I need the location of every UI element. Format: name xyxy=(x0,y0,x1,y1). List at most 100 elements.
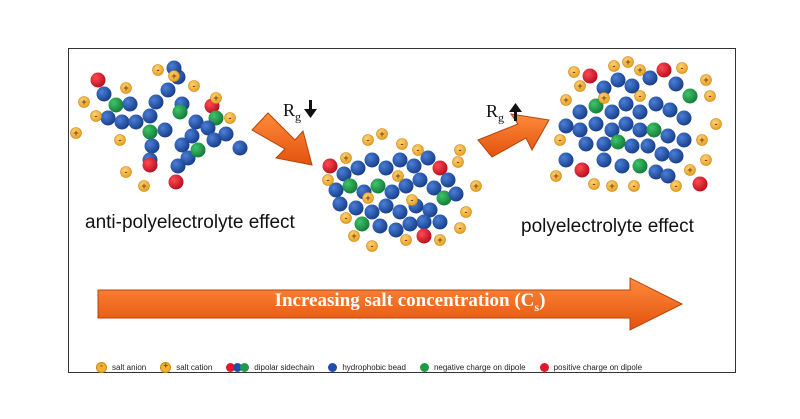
negative-dipole-bead xyxy=(342,178,358,194)
hydrophobic-bead xyxy=(350,160,366,176)
polyelectrolyte-caption: polyelectrolyte effect xyxy=(521,216,694,237)
positive-dipole-bead xyxy=(90,72,106,88)
rg-symbol: R xyxy=(486,101,499,121)
salt-cation: + xyxy=(376,128,388,140)
svg-text:+: + xyxy=(577,81,582,91)
svg-text:+: + xyxy=(395,171,400,181)
hydrophobic-bead xyxy=(420,150,436,166)
hydrophobic-bead xyxy=(144,138,160,154)
hydrophobic-bead xyxy=(440,172,456,188)
hydrophobic-bead xyxy=(412,172,428,188)
hydrophobic-bead xyxy=(100,110,116,126)
svg-text:-: - xyxy=(459,223,462,233)
hydrophobic-bead xyxy=(596,152,612,168)
hydrophobic-bead xyxy=(596,80,612,96)
salt-cation: + xyxy=(434,234,446,246)
anti-polyelectrolyte-caption: anti-polyelectrolyte effect xyxy=(85,212,295,233)
positive-dipole-bead xyxy=(692,176,708,192)
negative-dipole-bead xyxy=(370,178,386,194)
hydrophobic-bead xyxy=(96,86,112,102)
svg-text:+: + xyxy=(365,193,370,203)
svg-text:-: - xyxy=(715,119,718,129)
hydrophobic-bead xyxy=(392,204,408,220)
svg-text:+: + xyxy=(141,181,146,191)
hydrophobic-bead xyxy=(157,122,173,138)
svg-text:-: - xyxy=(681,63,684,73)
legend-positive-dipole: positive charge on dipole xyxy=(539,362,642,372)
hydrophobic-bead xyxy=(332,196,348,212)
green-bead-icon xyxy=(240,362,250,372)
negative-dipole-bead xyxy=(108,97,124,113)
salt-anion: - xyxy=(454,144,466,156)
salt-anion: - xyxy=(710,118,722,130)
salt-anion: - xyxy=(366,240,378,252)
salt-label-end: ) xyxy=(539,290,546,311)
hydrophobic-bead xyxy=(578,136,594,152)
positive-dipole-bead xyxy=(142,157,158,173)
svg-text:+: + xyxy=(563,95,568,105)
hydrophobic-bead xyxy=(392,152,408,168)
svg-text:+: + xyxy=(437,235,442,245)
salt-label-text: Increasing salt concentration (C xyxy=(274,290,535,311)
svg-text:+: + xyxy=(703,75,708,85)
hydrophobic-bead xyxy=(676,132,692,148)
hydrophobic-bead xyxy=(114,114,130,130)
salt-concentration-label: Increasing salt concentration (Cs) xyxy=(245,290,575,315)
svg-text:-: - xyxy=(125,167,128,177)
hydrophobic-bead xyxy=(648,164,664,180)
salt-anion: - xyxy=(412,144,424,156)
hydrophobic-bead xyxy=(632,104,648,120)
legend-label: salt anion xyxy=(112,362,147,372)
legend-label: hydrophobic bead xyxy=(342,362,406,372)
hydrophobic-bead xyxy=(660,128,676,144)
svg-text:-: - xyxy=(633,181,636,191)
hydrophobic-bead xyxy=(426,180,442,196)
salt-anion: - xyxy=(340,212,352,224)
hydrophobic-bead xyxy=(676,110,692,126)
salt-cation: + xyxy=(348,230,360,242)
hydrophobic-bead xyxy=(378,160,394,176)
salt-cation: + xyxy=(606,180,618,192)
salt-anion: - xyxy=(400,234,412,246)
svg-text:+: + xyxy=(601,93,606,103)
hydrophobic-bead xyxy=(416,214,432,230)
salt-anion: - xyxy=(568,66,580,78)
svg-text:+: + xyxy=(73,128,78,138)
salt-anion: - xyxy=(454,222,466,234)
legend-salt-cation: + salt cation xyxy=(160,361,212,373)
legend-dipolar-sidechain: dipolar sidechain xyxy=(226,362,314,372)
hydrophobic-bead xyxy=(388,222,404,238)
salt-anion: - xyxy=(704,90,716,102)
svg-text:+: + xyxy=(351,231,356,241)
positive-dipole-bead xyxy=(168,174,184,190)
salt-anion: - xyxy=(120,166,132,178)
svg-text:-: - xyxy=(371,241,374,251)
hydrophobic-bead xyxy=(232,140,248,156)
salt-anion: - xyxy=(670,180,682,192)
rg-label-decrease: Rg xyxy=(283,100,301,125)
salt-anion: - xyxy=(460,206,472,218)
hydrophobic-bead xyxy=(668,76,684,92)
hydrophobic-bead xyxy=(596,136,612,152)
negative-dipole-bead xyxy=(436,190,452,206)
negative-dipole-bead xyxy=(646,122,662,138)
legend-hydrophobic-bead: hydrophobic bead xyxy=(328,362,406,372)
svg-text:-: - xyxy=(367,135,370,145)
salt-cation: + xyxy=(550,170,562,182)
hydrophobic-bead xyxy=(648,96,664,112)
salt-cation: + xyxy=(470,180,482,192)
blue-bead-icon xyxy=(233,362,243,372)
salt-anion: - xyxy=(406,194,418,206)
hydrophobic-bead xyxy=(618,96,634,112)
svg-text:-: - xyxy=(119,135,122,145)
salt-anion: - xyxy=(90,110,102,122)
hydrophobic-bead xyxy=(184,128,200,144)
salt-cation: + xyxy=(574,80,586,92)
hydrophobic-bead xyxy=(402,216,418,232)
salt-cation: + xyxy=(622,56,634,68)
svg-text:+: + xyxy=(699,135,704,145)
transition-arrow-up-rg xyxy=(477,113,550,158)
positive-dipole-bead xyxy=(574,162,590,178)
hydrophobic-bead xyxy=(432,214,448,230)
hydrophobic-bead xyxy=(572,104,588,120)
